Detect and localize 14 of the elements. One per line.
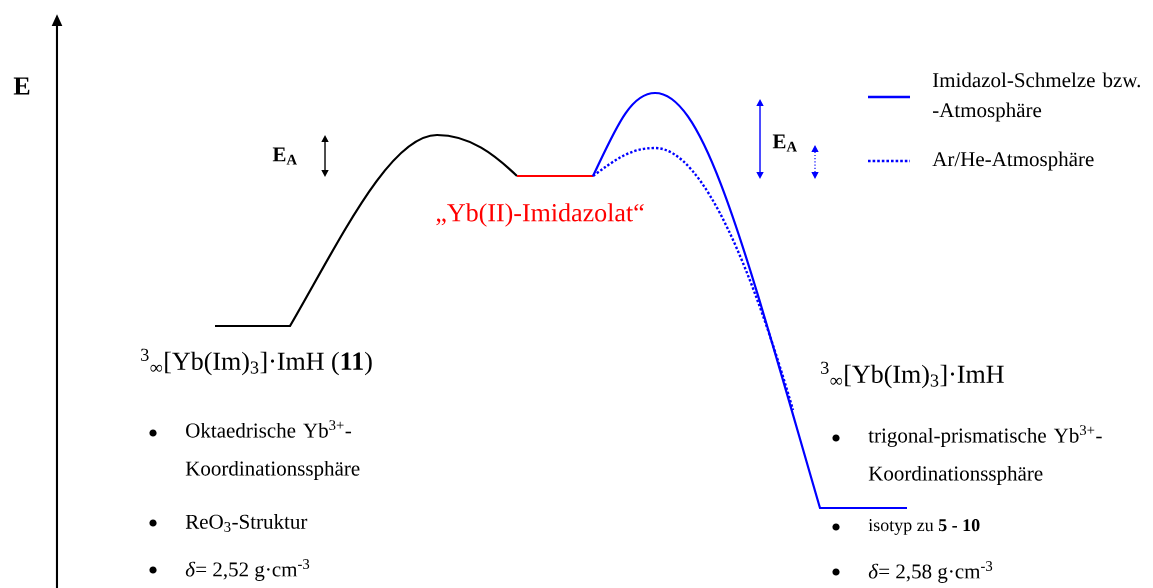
- legend-text: Ar/He-Atmosphäre: [932, 151, 1094, 171]
- bullet-text: δ= 2,58 g·cm$^{-3}$: [868, 561, 993, 583]
- bullet-text: δ= 2,52 g·cm$^{-3}$: [185, 559, 310, 581]
- compound-label: 3$_{∞}$[Yb(Im)$_{3}$]·ImH: [821, 361, 1004, 389]
- legend-text: Imidazol-Schmelze bzw. -Atmosphäre: [932, 72, 1140, 122]
- compound-label: 3$_{∞}$[Yb(Im)$_{3}$]·ImH (11): [141, 348, 372, 376]
- axis-label: E: [13, 77, 30, 95]
- energy-label: E$_{A}$: [772, 134, 797, 152]
- bullet-text: trigonal-prismatische Yb$^{3+}$-Koordinationssphäre: [868, 425, 1102, 485]
- energy-label: E$_{A}$: [272, 147, 297, 165]
- bullet-text: isotyp zu 5 - 10: [868, 519, 980, 535]
- bullet-text: ReO$_{3}$-Struktur: [185, 514, 308, 532]
- bullet-text: Oktaedrische Yb$^{3+}$- Koordinationssphäre: [185, 420, 360, 480]
- state-label: „Yb(II)-Imidazolat“: [436, 203, 644, 227]
